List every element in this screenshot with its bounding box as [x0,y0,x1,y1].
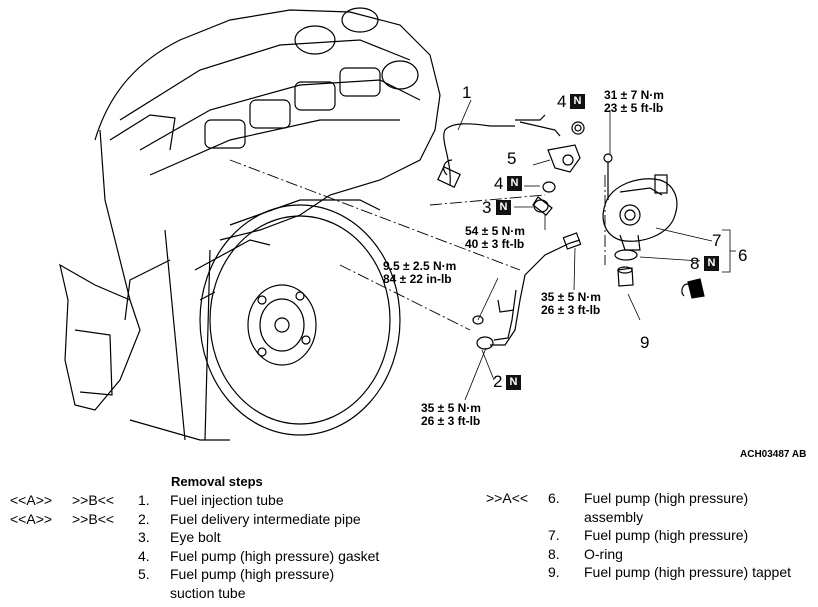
list-item: 3. Eye bolt [138,529,221,545]
list-item: 7. Fuel pump (high pressure) [548,527,749,543]
removal-steps-title: Removal steps [171,474,263,489]
list-item: 9. Fuel pump (high pressure) tappet [548,564,791,580]
callout-6: 6 [738,246,748,265]
removal-list-left: <<A>> >>B<< 1. Fuel injection tube <<A>>… [10,491,470,602]
list-item: 5. Fuel pump (high pressure) [138,566,335,582]
engine-illustration [59,7,441,441]
callout-4: 4 [494,174,504,193]
callout-9: 9 [640,333,650,352]
removal-list-right: >>A<< 6. Fuel pump (high pressure) assem… [486,489,816,582]
list-item-continued: assembly [584,508,644,525]
callout-1: 1 [462,83,472,102]
list-item: 8. O-ring [548,545,623,562]
callout-2: 2 [493,372,503,391]
new-part-mark: N [570,94,585,109]
new-part-mark: N [704,256,719,271]
list-item: <<A>> >>B<< 2. Fuel delivery intermediat… [10,510,361,527]
callout-3: 3 [482,198,492,217]
fuel-injection-tube [443,114,546,186]
figure-code: ACH03487 AB [740,449,807,460]
callout-7: 7 [712,231,722,250]
list-item: >>A<< 6. Fuel pump (high pressure) [486,490,749,506]
fuel-pump-illustration [602,153,678,251]
callout-4-top: 4 [557,92,567,111]
list-item: 4. Fuel pump (high pressure) gasket [138,547,380,564]
callout-8: 8 [690,254,700,273]
list-item: <<A>> >>B<< 1. Fuel injection tube [10,492,284,508]
exploded-diagram [59,7,736,441]
new-part-mark: N [507,176,522,191]
new-part-mark: N [496,200,511,215]
new-part-mark: N [506,375,521,390]
list-item-continued: suction tube [170,584,246,601]
callout-5: 5 [507,149,517,168]
center-lines [229,159,606,331]
